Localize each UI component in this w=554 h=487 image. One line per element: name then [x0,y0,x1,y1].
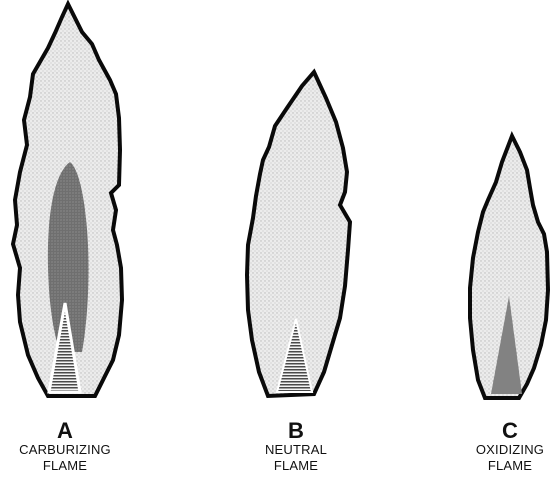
flame-c-caption: C OXIDIZING FLAME [450,420,554,474]
flame-c-name: OXIDIZING [450,442,554,458]
flame-a-name: CARBURIZING [5,442,125,458]
flame-b-name: NEUTRAL [236,442,356,458]
carburizing-flame [13,4,122,396]
oxidizing-flame [470,136,548,398]
flame-c-letter: C [450,420,554,442]
flame-c-flame-word: FLAME [450,458,554,474]
flame-a-letter: A [5,420,125,442]
flame-b-letter: B [236,420,356,442]
flame-b-caption: B NEUTRAL FLAME [236,420,356,474]
neutral-flame [247,72,350,396]
flame-a-caption: A CARBURIZING FLAME [5,420,125,474]
flame-a-flame-word: FLAME [5,458,125,474]
flame-b-flame-word: FLAME [236,458,356,474]
